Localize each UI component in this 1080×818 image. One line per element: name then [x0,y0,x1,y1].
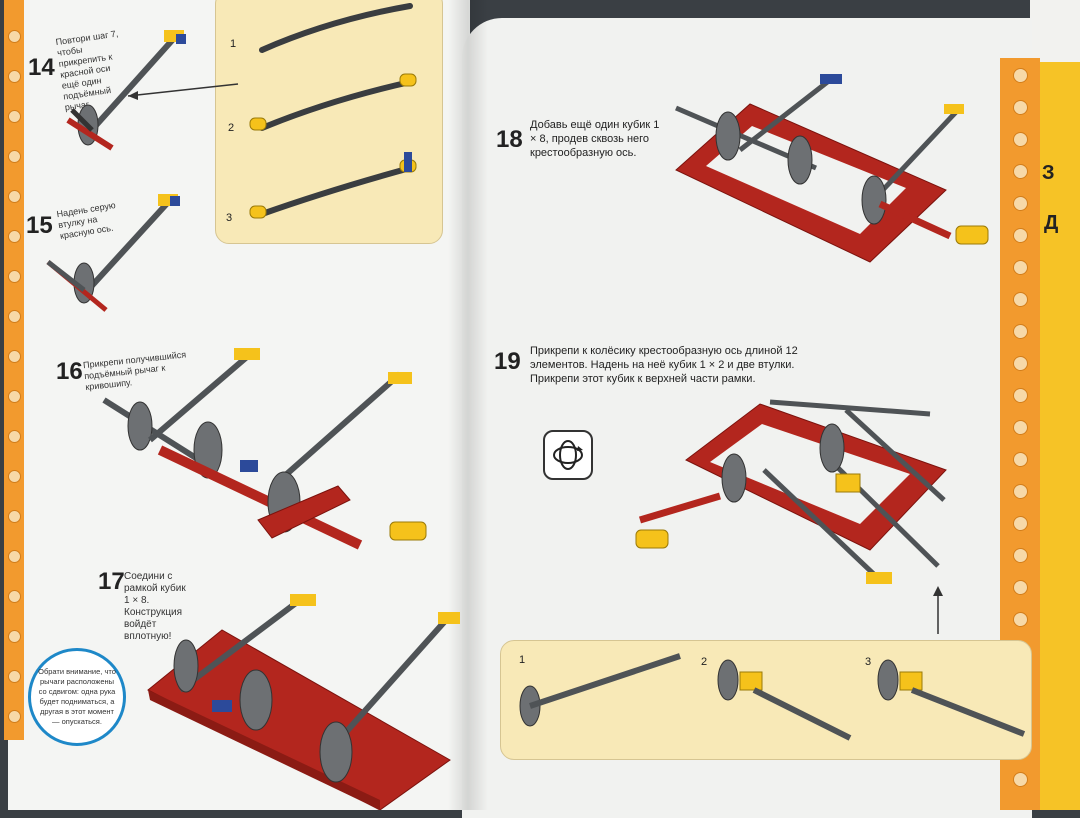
step-18-text: Добавь ещё один кубик 1 × 8, продев скво… [530,119,660,159]
note-text: Обрати внимание, что рычаги расположены … [38,667,116,726]
panel-label-1: 1 [230,38,237,50]
panel-label-2: 2 [228,122,235,134]
edge-letter-2: Д [1044,212,1059,234]
flex-axle-3 [259,165,413,217]
step-19-text: Прикрепи к колёсику крестообразную ось д… [530,345,798,385]
panel-label-2: 2 [701,656,708,668]
yellow-connector [399,73,417,87]
step-16-number: 16 [56,358,83,385]
blue-pin [404,152,412,172]
step-18-number: 18 [496,126,523,153]
flex-axle-2 [259,79,413,131]
left-orange-strip [4,0,24,740]
pointer-arrow [127,83,239,97]
panel-label-1: 1 [519,654,526,666]
step-17-text: Соедини с рамкой кубик 1 × 8. Конструкци… [124,571,186,642]
step-17-number: 17 [98,568,125,595]
book-spine [448,0,488,810]
step-15-number: 15 [26,212,53,239]
yellow-connector [249,117,267,131]
step-14-number: 14 [28,54,55,81]
step-19-number: 19 [494,348,521,375]
panel-label-3: 3 [865,656,872,668]
next-page-top [1030,0,1080,62]
yellow-connector [249,205,267,219]
rotate-model-icon [543,430,593,480]
note-callout: Обрати внимание, что рычаги расположены … [28,648,126,746]
edge-letter-1: З [1042,162,1055,184]
flex-axle-1 [259,3,413,53]
panel-label-3: 3 [226,212,233,224]
